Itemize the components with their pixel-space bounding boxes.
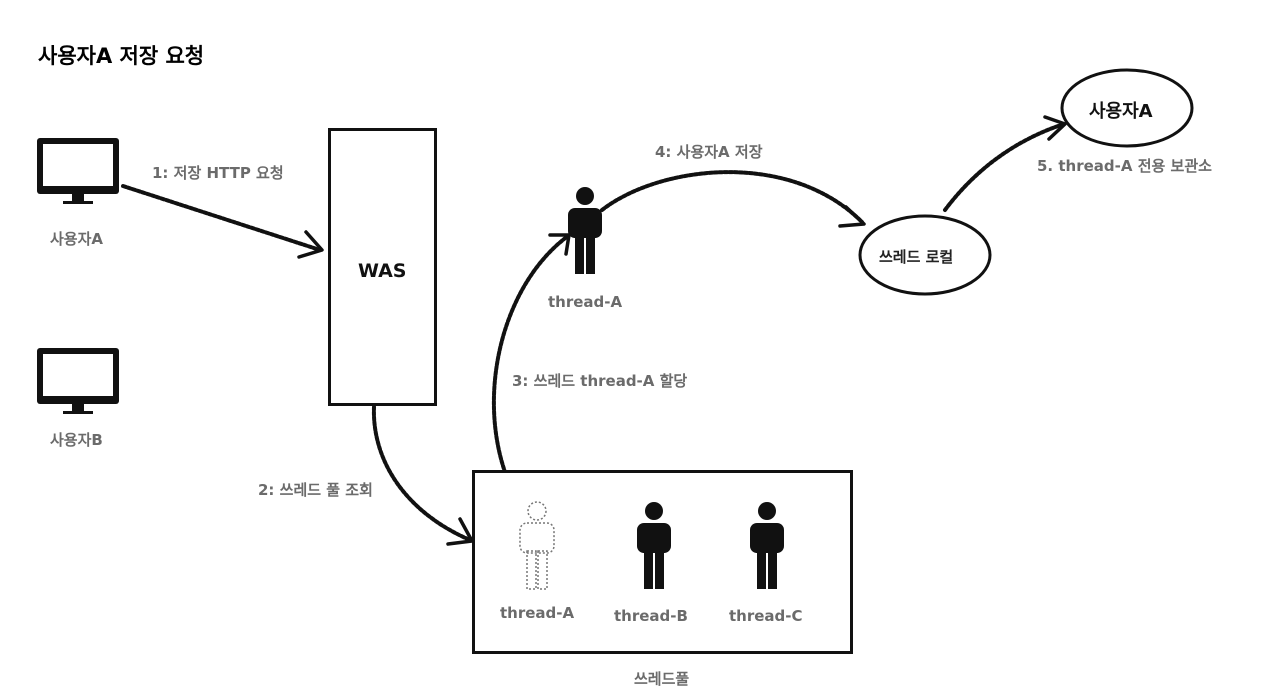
- person-outline-icon: [519, 501, 555, 590]
- client-b-label: 사용자B: [50, 431, 103, 449]
- step2-label: 2: 쓰레드 풀 조회: [258, 481, 373, 499]
- was-box: WAS: [328, 128, 437, 406]
- step1-label: 1: 저장 HTTP 요청: [152, 164, 284, 182]
- arrow-step4-head: [838, 205, 866, 228]
- pool-thread-a-label: thread-A: [500, 604, 575, 622]
- monitor-icon-a: [37, 138, 119, 204]
- arrow-step4: [600, 170, 864, 224]
- stored-value-label: 사용자A: [1089, 101, 1153, 122]
- pool-thread-b-label: thread-B: [614, 607, 688, 625]
- step5-label: 5. thread-A 전용 보관소: [1037, 157, 1212, 175]
- arrow-step3: [492, 234, 570, 507]
- page-title: 사용자A 저장 요청: [38, 44, 205, 68]
- step3-label: 3: 쓰레드 thread-A 할당: [512, 372, 688, 390]
- active-thread-label: thread-A: [548, 293, 623, 311]
- arrow-step2: [371, 405, 472, 542]
- was-label: WAS: [358, 260, 407, 282]
- person-icon-thread-b: [637, 502, 671, 589]
- thread-pool-box: [472, 470, 853, 654]
- arrow-step3-head: [548, 233, 571, 256]
- person-icon-thread-c: [750, 502, 784, 589]
- monitor-icon-b: [37, 348, 119, 414]
- arrow-step5: [943, 122, 1066, 212]
- arrow-step1: [121, 184, 322, 252]
- arrow-step5-head: [1043, 115, 1067, 141]
- client-a-label: 사용자A: [50, 230, 104, 248]
- thread-pool-label: 쓰레드풀: [634, 670, 690, 688]
- stored-value-ellipse: [1060, 68, 1194, 148]
- pool-threads-svg: [519, 501, 784, 590]
- step4-label: 4: 사용자A 저장: [655, 143, 763, 161]
- person-icon-active: [568, 187, 602, 274]
- thread-local-ellipse: [858, 214, 992, 296]
- pool-thread-c-label: thread-C: [729, 607, 803, 625]
- thread-local-label: 쓰레드 로컬: [879, 248, 954, 266]
- arrow-step1-head: [297, 230, 324, 259]
